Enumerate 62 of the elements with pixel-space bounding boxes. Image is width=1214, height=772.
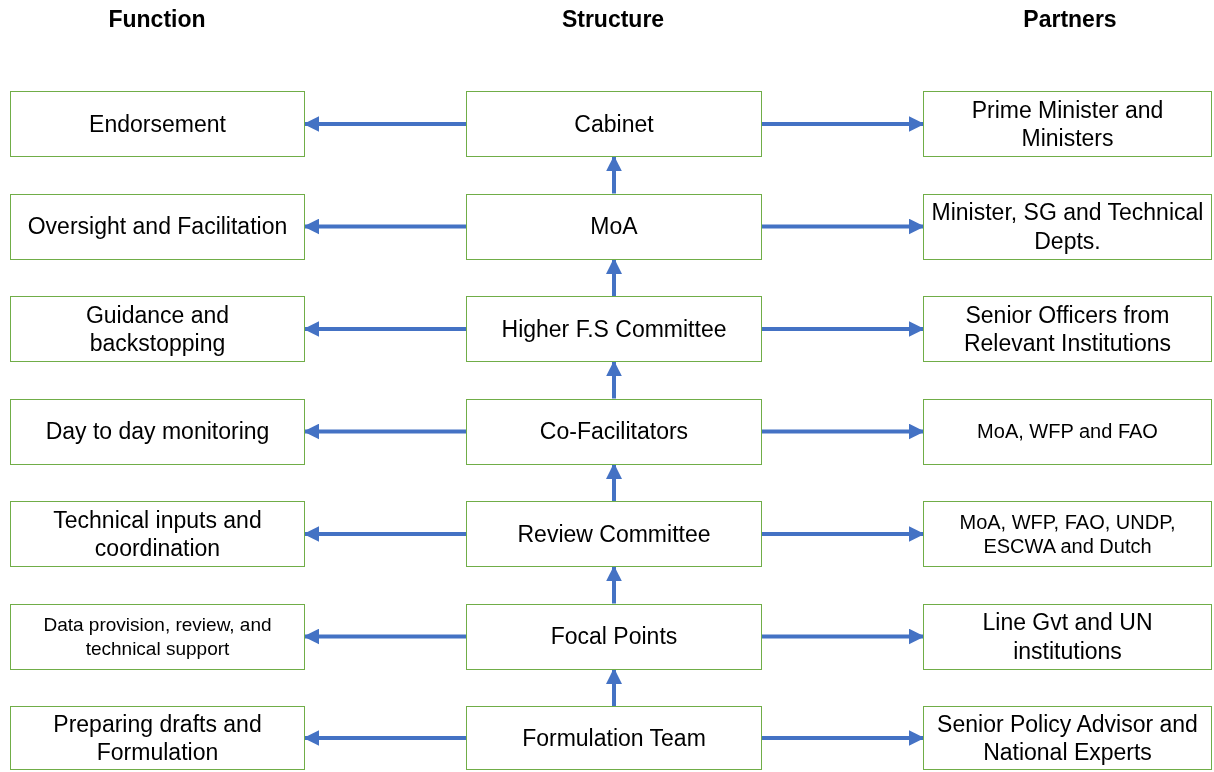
arrow [762,321,925,337]
structure-box [466,501,762,567]
box-text: Formulation Team [522,723,706,752]
partner-box [923,501,1212,567]
box-text: Senior Policy Advisor and National Experts [936,709,1199,767]
partner-box [923,398,1212,465]
box-text: MoA, WFP and FAO [977,419,1158,444]
box-text: Prime Minister and Ministers [970,95,1165,153]
structure-box [466,91,762,157]
function-box [10,398,305,465]
function-box [10,193,305,260]
column-heading: Partners [1022,6,1118,33]
structure-box [466,193,762,260]
arrow [762,116,925,132]
box-text: Line Gvt and UN institutions [981,608,1154,665]
box-text: Endorsement [89,109,226,138]
partner-box [923,91,1212,157]
box-text: Guidance and backstopping [84,300,231,358]
arrow [606,360,622,399]
structure-box [466,706,762,770]
arrow [762,218,925,235]
arrow [762,730,925,746]
function-box [10,603,305,670]
box-text: Review Committee [517,519,711,548]
structure-box [466,603,762,670]
arrow [762,628,925,645]
box-text: Technical inputs and coordination [52,505,263,563]
arrow [762,526,925,542]
box-text: MoA [590,212,638,241]
partner-box [923,193,1212,260]
arrow [606,565,622,604]
arrow [303,526,466,542]
arrow [303,218,466,235]
box-text: Co-Facilitators [539,417,689,446]
box-text: Oversight and Facilitation [27,212,288,241]
arrow [303,423,466,440]
column-heading: Function [107,6,207,33]
column-heading: Structure [560,6,666,33]
function-box [10,501,305,567]
arrow [303,730,466,746]
arrow [762,423,925,440]
box-text: Data provision, review, and technical support [42,613,273,660]
function-box [10,706,305,770]
arrow [606,155,622,194]
partner-box [923,296,1212,362]
box-text: Preparing drafts and Formulation [52,709,263,767]
box-text: Day to day monitoring [45,417,270,446]
box-text: Cabinet [574,109,654,138]
structure-box [466,296,762,362]
box-text: Senior Officers from Relevant Institutions [962,300,1173,358]
structure-box [466,398,762,465]
box-text: Focal Points [550,622,678,651]
box-text: Higher F.S Committee [501,314,727,343]
box-text: Minister, SG and Technical Depts. [930,198,1205,255]
arrow [303,628,466,645]
arrow [303,321,466,337]
box-text: MoA, WFP, FAO, UNDP, ESCWA and Dutch [958,509,1177,559]
function-box [10,296,305,362]
partner-box [923,706,1212,770]
arrow [303,116,466,132]
partner-box [923,603,1212,670]
function-box [10,91,305,157]
